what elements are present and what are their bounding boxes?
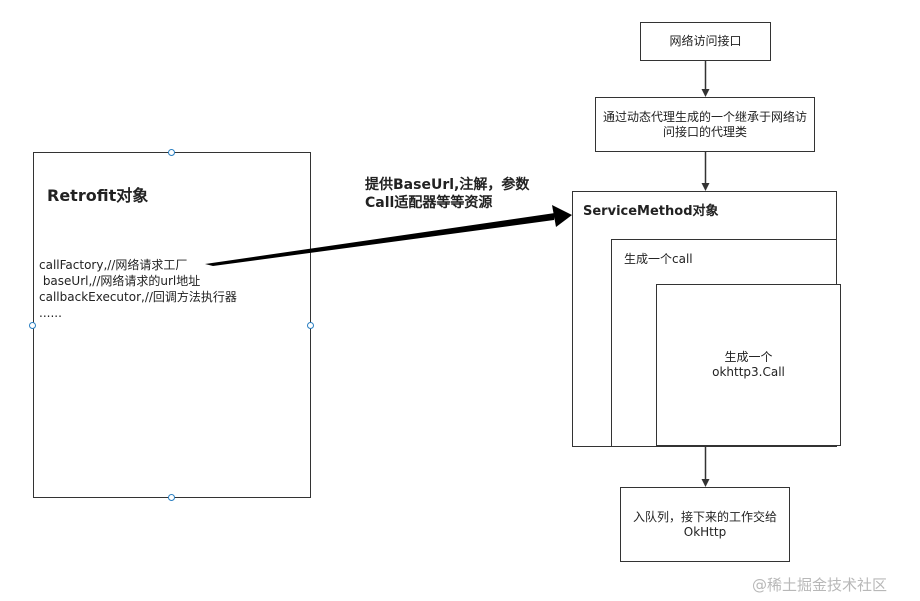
watermark: @稀土掘金技术社区 (752, 576, 888, 594)
selection-handle-right[interactable] (307, 322, 314, 329)
arrow-retrofit-to-service-method (205, 213, 555, 266)
proxy-class-box: 通过动态代理生成的一个继承于网络访问接口的代理类 (595, 97, 815, 152)
retrofit-title: Retrofit对象 (47, 186, 149, 205)
arrow-retrofit-to-service-method-head (552, 205, 572, 227)
call-box-label: 生成一个call (624, 252, 693, 266)
retrofit-line-call-factory: callFactory,//网络请求工厂 (39, 258, 188, 272)
selection-handle-left[interactable] (29, 322, 36, 329)
okhttp-call-box: 生成一个 okhttp3.Call (656, 284, 841, 446)
selection-handle-bottom[interactable] (168, 494, 175, 501)
arrow-label-line1: 提供BaseUrl,注解，参数 (365, 177, 530, 193)
enqueue-box: 入队列，接下来的工作交给OkHttp (620, 487, 790, 562)
retrofit-line-callback-executor: callbackExecutor,//回调方法执行器 (39, 290, 237, 304)
selection-handle-top[interactable] (168, 149, 175, 156)
arrow-label-line2: Call适配器等等资源 (365, 195, 493, 211)
retrofit-line-base-url: baseUrl,//网络请求的url地址 (39, 274, 201, 288)
retrofit-object-box (33, 152, 311, 498)
service-method-title: ServiceMethod对象 (583, 204, 719, 219)
network-interface-box: 网络访问接口 (640, 22, 771, 61)
retrofit-line-ellipsis: ...... (39, 306, 62, 320)
